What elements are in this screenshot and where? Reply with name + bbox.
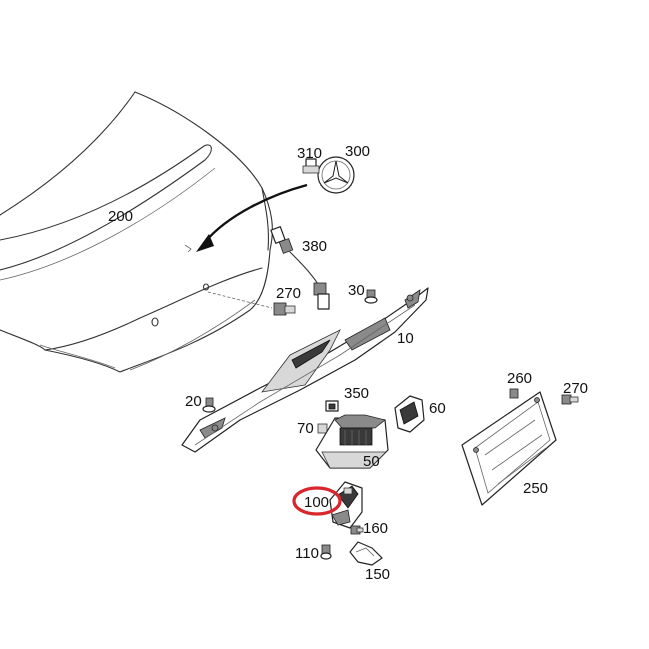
label-30: 30 (348, 282, 365, 299)
bolt-270-right (561, 394, 579, 405)
label-150: 150 (365, 566, 390, 583)
label-350: 350 (344, 385, 369, 402)
bolt-270-left (207, 291, 296, 316)
trunk-lid-200 (0, 91, 273, 373)
label-310: 310 (297, 145, 322, 162)
handle-strip-10 (181, 287, 429, 453)
label-110: 110 (295, 545, 319, 562)
cable-380 (270, 226, 330, 310)
clip-70 (317, 423, 328, 434)
label-270: 270 (563, 380, 588, 397)
label-50: 50 (363, 453, 380, 470)
label-270: 270 (276, 285, 301, 302)
label-70: 70 (297, 420, 314, 437)
label-20: 20 (185, 393, 202, 410)
switch-60 (394, 395, 425, 433)
label-160: 160 (363, 520, 388, 537)
label-380: 380 (302, 238, 327, 255)
emblem-300 (317, 156, 355, 194)
label-10: 10 (397, 330, 414, 347)
direction-arrow (196, 183, 308, 252)
label-260: 260 (507, 370, 532, 387)
stud-20 (202, 397, 216, 413)
highlight-ring (292, 486, 342, 516)
label-200: 200 (108, 208, 133, 225)
camera-100 (329, 481, 363, 529)
label-60: 60 (429, 400, 446, 417)
clip-350 (325, 400, 339, 412)
clip-310 (302, 158, 320, 174)
license-plate-250 (461, 391, 557, 506)
screw-160 (350, 525, 364, 535)
label-300: 300 (345, 143, 370, 160)
clip-260 (509, 388, 519, 399)
stud-30 (364, 289, 378, 304)
screw-110 (320, 544, 332, 560)
label-100: 100 (304, 494, 329, 511)
module-50 (315, 414, 389, 469)
cover-150 (349, 541, 383, 566)
label-250: 250 (523, 480, 548, 497)
